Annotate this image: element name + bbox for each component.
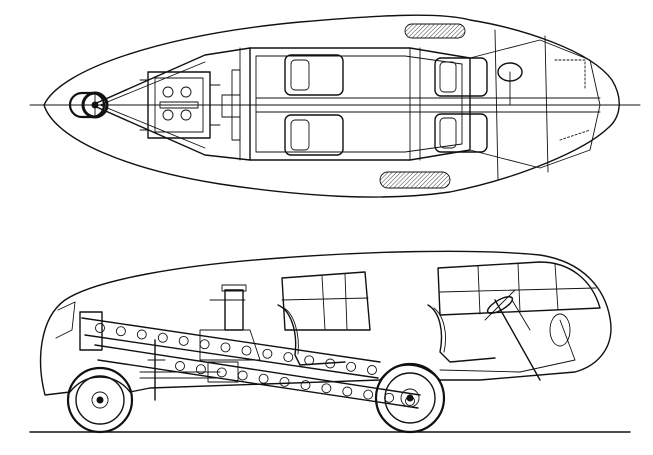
frame-rivet [241, 345, 252, 356]
side-windows [281, 261, 601, 331]
side-rear-bracket [79, 311, 103, 351]
side-frame-rivets-upper [95, 323, 377, 375]
frame-rivet [95, 323, 105, 333]
frame-rivet [342, 386, 353, 397]
frame-rivet [220, 342, 231, 353]
frame-rivet [304, 355, 315, 366]
side-seats [277, 304, 496, 366]
frame-rivet [136, 329, 147, 340]
frame-rivet [367, 365, 377, 375]
frame-rivet [325, 358, 336, 369]
plan-view [29, 14, 641, 198]
frame-rivet [300, 380, 311, 391]
plan-body-outline [43, 14, 620, 198]
plan-dashed-details [554, 59, 591, 141]
side-rear-panel [55, 301, 76, 339]
plan-front-wheels [379, 23, 466, 189]
plan-steering-wheel [497, 62, 523, 106]
side-front-suspension [439, 319, 576, 373]
frame-rivet [175, 361, 185, 371]
side-rear-wheel [66, 366, 134, 434]
plan-rear-seats [284, 54, 344, 156]
side-frame-members [79, 311, 421, 409]
side-elevation [29, 250, 631, 434]
frame-rivet [115, 326, 126, 337]
side-front-wheel [374, 362, 446, 434]
frame-rivet [321, 383, 332, 394]
frame-rivet [363, 389, 374, 400]
side-steering [484, 289, 541, 381]
side-front-lamp [549, 313, 571, 347]
frame-rivet [346, 361, 357, 372]
frame-rivet [199, 339, 210, 350]
frame-rivet [237, 370, 248, 381]
plan-front-seats [434, 57, 488, 153]
frame-rivet [157, 332, 168, 343]
frame-rivet [279, 376, 290, 387]
plan-rear-wheel [68, 91, 109, 119]
frame-rivet [195, 364, 206, 375]
frame-rivet [258, 373, 269, 384]
frame-rivet [283, 352, 294, 363]
frame-rivet [262, 348, 273, 359]
plan-rear-frame-inner [99, 61, 206, 149]
plan-rear-frame [91, 47, 251, 161]
frame-rivet [178, 335, 189, 346]
plan-chassis [239, 29, 601, 181]
side-frame-rivets-lower [175, 361, 415, 406]
frame-rivet [384, 392, 395, 403]
